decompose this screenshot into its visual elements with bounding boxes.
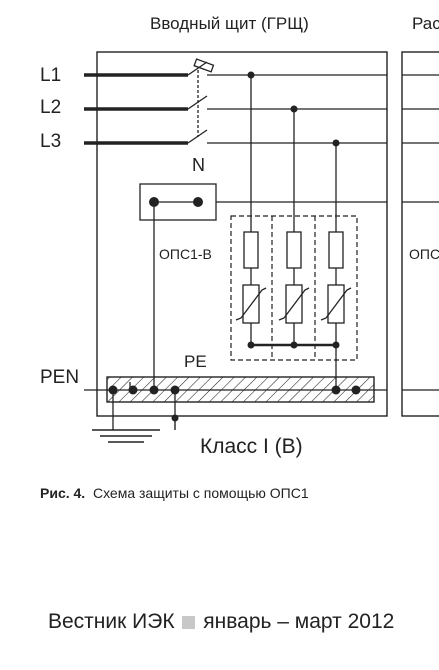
pen-label: PEN [40, 367, 80, 388]
spd-label-right: ОПС [409, 246, 439, 262]
neutral-terminal [139, 183, 439, 390]
spd-elements [235, 231, 352, 390]
phase-l3-label: L3 [40, 131, 62, 152]
journal-name: Вестник ИЭК [48, 610, 175, 633]
ground-icon [92, 418, 176, 443]
phase-l2-label: L2 [40, 97, 62, 118]
phase-l1-label: L1 [40, 65, 62, 86]
issue-period: январь – март 2012 [203, 610, 395, 633]
separator-square-icon [182, 616, 196, 629]
class-label: Класс I (В) [200, 435, 303, 458]
adjacent-panel-enclosure [401, 51, 439, 417]
spd-label: ОПС1-В [159, 246, 212, 262]
figure-number: Рис. 4. [40, 485, 86, 501]
main-panel-enclosure [96, 51, 388, 417]
main-switch [187, 58, 439, 144]
figure-caption: Рис. 4. Схема защиты с помощью ОПС1 [40, 485, 309, 501]
pe-label: PE [184, 352, 207, 371]
wiring-diagram [84, 51, 439, 443]
panel-title: Вводный щит (ГРЩ) [150, 14, 309, 33]
right-panel-title: Рас [412, 14, 439, 33]
spd-module [230, 215, 358, 361]
figure-caption-text: Схема защиты с помощью ОПС1 [92, 485, 309, 501]
page-footer: Вестник ИЭК январь – март 2012 [48, 610, 394, 634]
neutral-label: N [192, 155, 205, 175]
